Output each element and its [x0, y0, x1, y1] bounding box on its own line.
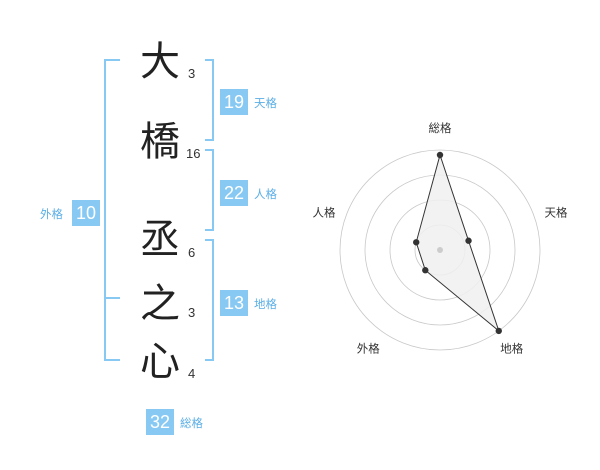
radar-point-5	[413, 239, 420, 246]
radar-point-4	[422, 267, 429, 274]
name-char-1: 大	[140, 39, 180, 85]
radar-point-2	[465, 237, 472, 244]
ten-label: 天格	[254, 96, 277, 110]
sou-label: 総格	[180, 416, 203, 430]
radar-axis-label-3: 地格	[500, 342, 523, 356]
radar-axis-label-1: 総格	[429, 121, 452, 135]
stroke-count-3: 6	[188, 245, 196, 260]
gai-bracket	[104, 59, 120, 361]
stroke-count-5: 4	[188, 366, 196, 381]
radar-axis-label-2: 天格	[545, 205, 568, 219]
jin-bracket	[205, 149, 214, 231]
jin-value-badge: 22	[220, 180, 248, 206]
sou-value-badge: 32	[146, 409, 174, 435]
stroke-count-4: 3	[188, 305, 196, 320]
jin-label: 人格	[254, 187, 277, 201]
stroke-count-2: 16	[186, 146, 201, 161]
gai-label: 外格	[40, 207, 63, 221]
radar-axis-label-5: 人格	[312, 205, 335, 219]
stroke-count-1: 3	[188, 66, 196, 81]
radar-point-3	[495, 327, 502, 335]
chi-bracket	[205, 239, 214, 361]
radar-polygon	[415, 153, 500, 333]
gai-value-badge: 10	[72, 200, 100, 226]
name-char-2: 橋	[140, 119, 180, 165]
radar-center-dot	[437, 247, 443, 253]
name-char-3: 丞	[140, 217, 180, 263]
radar-point-1	[436, 151, 444, 159]
radar-ring-4	[339, 149, 541, 351]
ten-bracket	[205, 59, 214, 141]
chi-value-badge: 13	[220, 290, 248, 316]
name-char-4: 之	[140, 281, 180, 327]
radar-axis-label-4: 外格	[357, 342, 380, 356]
ten-value-badge: 19	[220, 89, 248, 115]
name-char-5: 心	[140, 339, 180, 385]
chi-label: 地格	[254, 297, 277, 311]
